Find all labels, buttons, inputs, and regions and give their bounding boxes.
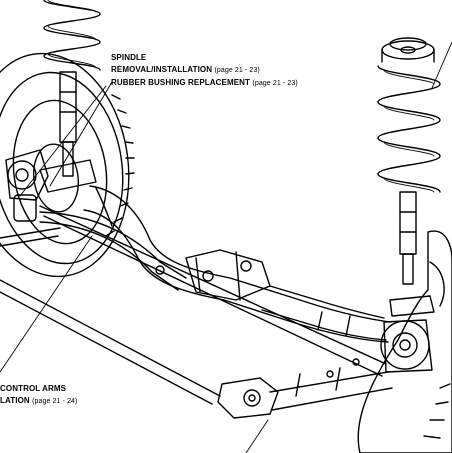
left-wheel: [0, 52, 135, 278]
control-arms: [0, 205, 393, 419]
control-arms-callout: CONTROL ARMS LATION (page 21 - 24): [0, 383, 77, 408]
spindle-title: SPINDLE: [111, 53, 147, 62]
control-arms-line1: LATION (page 21 - 24): [0, 396, 78, 405]
right-strut: [377, 37, 441, 285]
right-hub: [357, 230, 452, 453]
spindle-line1: REMOVAL/INSTALLATION (page 21 - 23): [111, 65, 260, 74]
spindle-line2-ref: (page 21 - 23): [252, 80, 298, 87]
spindle-callout: SPINDLE REMOVAL/INSTALLATION (page 21 - …: [111, 52, 298, 90]
left-strut: [39, 0, 101, 193]
spindle-line2: RUBBER BUSHING REPLACEMENT (page 21 - 23…: [111, 78, 298, 87]
control-arms-line1-ref: (page 21 - 24): [32, 398, 78, 405]
leader-lines: [0, 41, 452, 453]
spindle-line1-ref: (page 21 - 23): [214, 67, 260, 74]
control-arms-title: CONTROL ARMS: [0, 384, 67, 393]
